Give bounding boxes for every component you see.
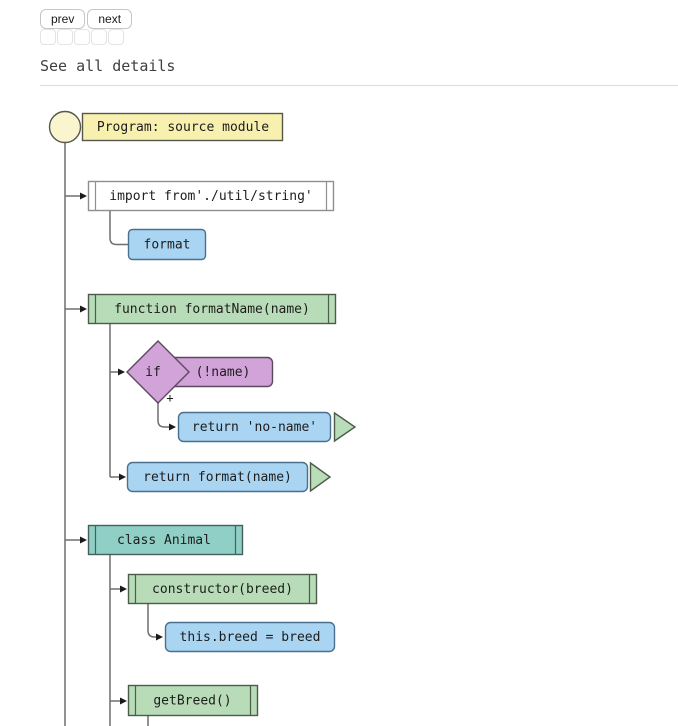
node-if-diamond <box>126 340 190 404</box>
node-import <box>87 180 335 212</box>
divider <box>40 85 678 86</box>
prev-button[interactable]: prev <box>40 9 86 29</box>
connector-constructor-assignment <box>147 604 163 641</box>
slot-button[interactable] <box>108 29 124 45</box>
return-arrow-icon <box>309 461 332 493</box>
node-format-label: format <box>144 238 191 253</box>
node-method-label: getBreed() <box>153 694 231 709</box>
node-class <box>87 524 244 556</box>
node-constructor-inner-lines <box>134 574 311 604</box>
toolbar: prev next <box>40 9 133 29</box>
node-if-condition-label: (!name) <box>196 365 251 380</box>
node-if-keyword-label: if <box>145 365 161 380</box>
node-return-noname <box>177 411 332 443</box>
node-method-inner-lines <box>134 685 252 716</box>
slot-button[interactable] <box>91 29 107 45</box>
node-return-format-label: return format(name) <box>143 470 292 485</box>
next-button[interactable]: next <box>87 9 133 29</box>
flowchart-canvas: Program: source module import from'./uti… <box>48 110 357 726</box>
page-title: See all details <box>40 57 176 75</box>
node-constructor-label: constructor(breed) <box>152 582 293 597</box>
node-return-format <box>126 461 309 493</box>
node-assignment <box>164 621 336 653</box>
node-function-inner-lines <box>94 294 330 324</box>
slot-button[interactable] <box>57 29 73 45</box>
node-function-label: function formatName(name) <box>114 302 310 317</box>
return-arrow-icon <box>333 411 357 443</box>
slot-row <box>40 29 124 45</box>
slot-button[interactable] <box>40 29 56 45</box>
node-return-noname-label: return 'no-name' <box>192 420 317 435</box>
connector-if-return1 <box>157 403 176 431</box>
node-import-inner-lines <box>94 181 328 211</box>
node-program <box>81 112 284 142</box>
node-import-label: import from'./util/string' <box>109 189 313 204</box>
connector-import-format <box>109 211 128 246</box>
node-method <box>127 684 259 717</box>
if-branch-plus-marker: + <box>166 391 173 405</box>
node-constructor <box>127 573 318 605</box>
node-class-inner-lines <box>94 525 237 555</box>
start-circle <box>48 110 82 144</box>
node-format <box>127 228 207 261</box>
slot-button[interactable] <box>74 29 90 45</box>
node-assignment-label: this.breed = breed <box>180 630 321 645</box>
node-class-label: class Animal <box>117 533 211 548</box>
node-program-label: Program: source module <box>97 120 269 135</box>
node-function <box>87 293 337 325</box>
